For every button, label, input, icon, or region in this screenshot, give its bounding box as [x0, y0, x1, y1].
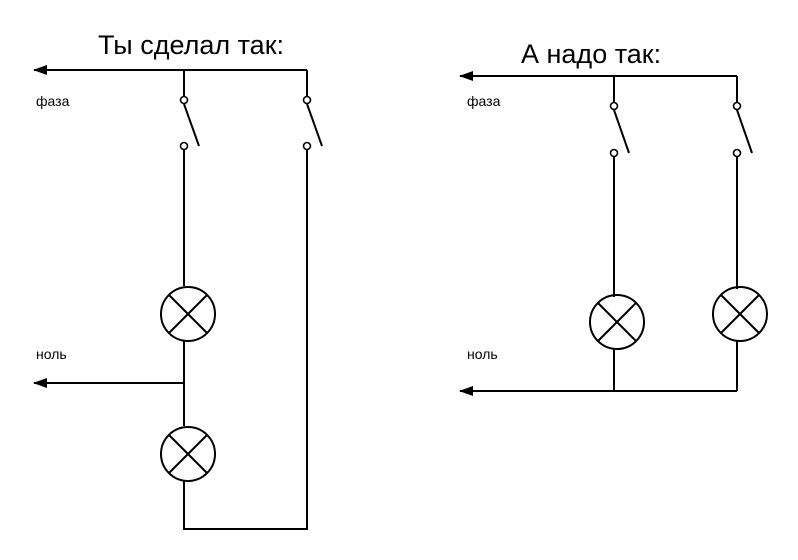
- right-phase-label: фаза: [467, 93, 501, 109]
- left-neutral-label: ноль: [36, 346, 67, 362]
- right-neutral-label: ноль: [467, 346, 498, 362]
- left-lamp-1-circle: [160, 286, 216, 342]
- left-switch-1-blade: [183, 103, 200, 147]
- left-phase-label: фаза: [36, 93, 70, 109]
- left-return-loop: [183, 150, 308, 530]
- left-lamp-2-cross-b: [168, 434, 208, 474]
- right-lamp-2-circle: [712, 286, 768, 342]
- right-switch-2-blade: [736, 109, 753, 154]
- left-switch-2-top-contact: [302, 95, 312, 105]
- right-switch-1-bottom-contact: [609, 148, 619, 158]
- right-switch-2-top-contact: [732, 101, 742, 111]
- right-lamp-1-cross-b: [597, 302, 637, 342]
- left-switch-1: [179, 95, 200, 151]
- left-lamp-1: [160, 286, 216, 342]
- right-lamp-1: [589, 294, 645, 350]
- left-lamp-2: [160, 426, 216, 482]
- left-switch-1-bottom-contact: [179, 141, 189, 151]
- left-diagram: Ты сделал так: фаза но: [33, 30, 323, 530]
- right-switch-1: [609, 101, 630, 158]
- left-switch-2-bottom-contact: [302, 141, 312, 151]
- right-switch-2: [732, 101, 753, 158]
- right-title: А надо так:: [521, 39, 661, 69]
- right-lamp-2-cross-b: [720, 294, 760, 334]
- left-switch-2-blade: [306, 103, 323, 147]
- right-switch-2-bottom-contact: [732, 148, 742, 158]
- left-lamp-1-cross-b: [168, 294, 208, 334]
- right-diagram: А надо так: фаза: [459, 39, 768, 396]
- left-lamp-2-circle: [160, 426, 216, 482]
- right-lamp-2: [712, 286, 768, 342]
- right-lamp-1-circle: [589, 294, 645, 350]
- left-title: Ты сделал так:: [98, 30, 284, 60]
- left-switch-2: [302, 95, 323, 151]
- right-switch-1-top-contact: [609, 101, 619, 111]
- right-switch-1-blade: [613, 109, 630, 154]
- left-switch-1-top-contact: [179, 95, 189, 105]
